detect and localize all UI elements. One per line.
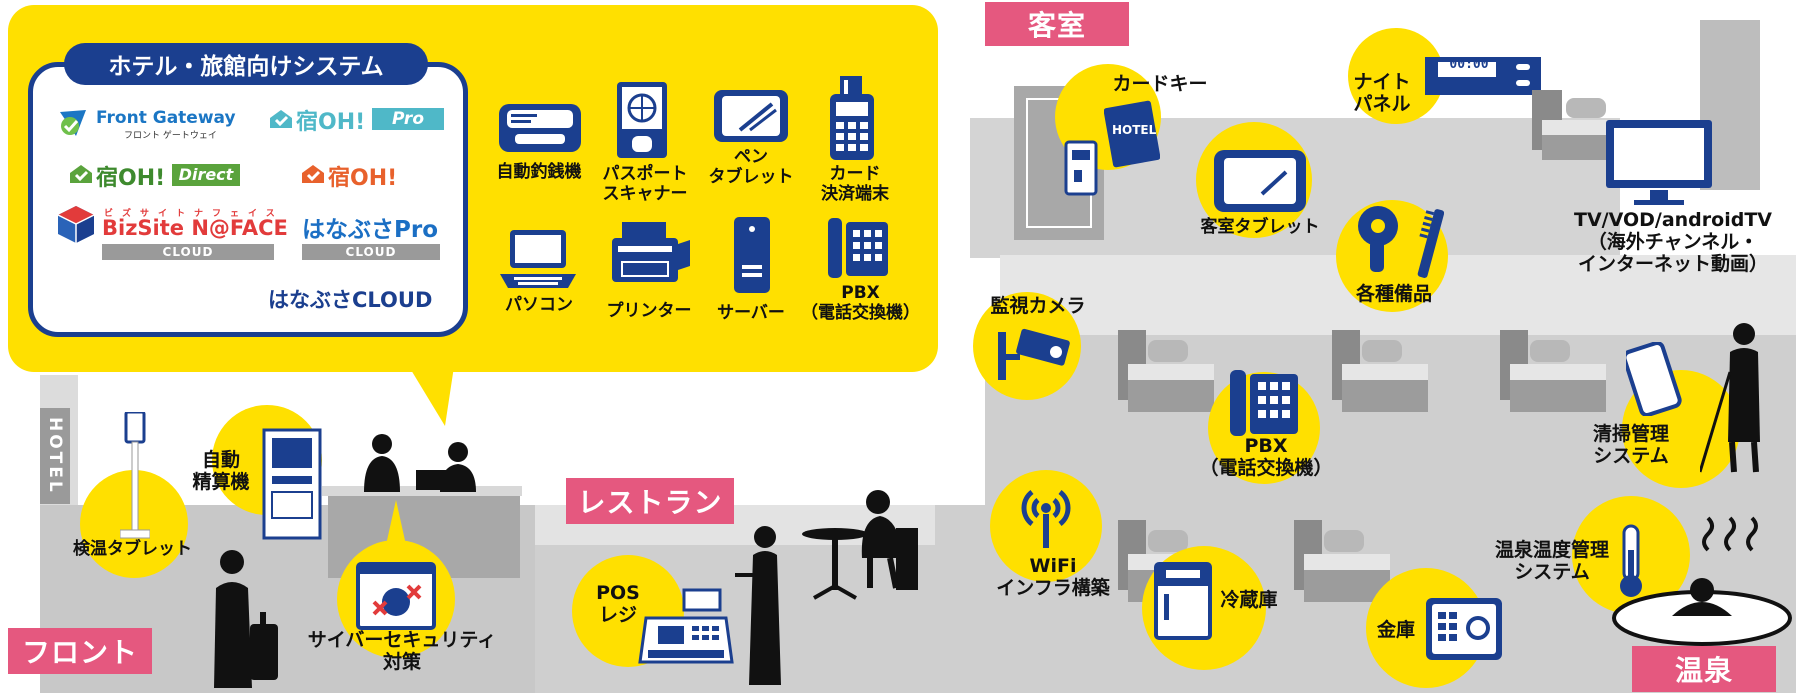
camera-label: 監視カメラ [990, 295, 1086, 317]
cyber-security-icon [356, 562, 436, 630]
front-desk-top [322, 486, 522, 496]
card-key-label: カードキー [1112, 73, 1208, 95]
safe-icon [1426, 598, 1502, 660]
card-key-hotel-text: HOTEL [1112, 123, 1157, 137]
temp-tablet-stand-icon [120, 412, 150, 539]
restaurant-area-tag: レストラン [566, 478, 734, 524]
card-reader-icon [1064, 140, 1098, 196]
device-label-cash-changer: 自動釣銭機 [496, 162, 582, 182]
hotel-sign: HOTEL [40, 408, 70, 504]
pos-label: POS レジ [596, 582, 640, 626]
shuku-oh-pro-logo: 宿OH! [296, 110, 366, 135]
bed-icon [1332, 330, 1428, 412]
safe-label: 金庫 [1376, 619, 1415, 641]
pen-tablet-icon [714, 90, 788, 142]
cleaner-silhouette-icon [1700, 323, 1760, 473]
shuku-oh-pro-icon [270, 110, 292, 128]
room-tablet-label: 客室タブレット [1200, 217, 1320, 237]
bed-icon [1500, 330, 1606, 412]
shuku-oh-logo: 宿OH! [328, 166, 398, 191]
guest-room-area-tag: 客室 [985, 2, 1129, 46]
guest-luggage-silhouette-icon [214, 550, 278, 688]
auto-checkout-machine-icon [262, 428, 322, 540]
speech-pointer [405, 360, 455, 426]
device-label-pbx: PBX （電話交換機） [801, 283, 920, 323]
bizsite-cloud-bar: CLOUD [102, 244, 274, 260]
pos-register-icon [638, 588, 734, 664]
auto-checkout-label: 自動 精算機 [192, 449, 250, 493]
cafe-table-icon [802, 528, 868, 600]
front-staff-laptop-silhouette-icon [416, 442, 476, 492]
server-icon [734, 217, 770, 293]
wifi-icon [1021, 490, 1071, 548]
bizsite-cube-icon [57, 206, 95, 243]
temp-tablet-label: 検温タブレット [73, 539, 192, 559]
hair-dryer-icon [1358, 206, 1398, 272]
shuku-oh-direct-icon [70, 165, 92, 183]
comb-icon [1417, 209, 1444, 278]
wifi-label: WiFi インフラ構築 [996, 555, 1110, 599]
printer-icon [612, 222, 690, 282]
device-label-passport-scanner: パスポート スキャナー [602, 164, 688, 204]
hanabusa-pro-logo: はなぶさPro [302, 217, 439, 243]
tv-label: TV/VOD/androidTV （海外チャンネル・ インターネット動画） [1574, 209, 1772, 275]
night-panel-label: ナイト パネル [1353, 71, 1411, 115]
bed-icon [1294, 520, 1390, 602]
smartphone-icon [1626, 342, 1682, 416]
device-label-printer: プリンター [606, 301, 692, 321]
onsen-temp-label: 温泉温度管理 システム [1494, 539, 1609, 583]
front-gateway-logo: Front Gateway [96, 108, 236, 128]
bizsite-logo: BizSite N@FACE [102, 216, 288, 240]
hanabusa-cloud-logo: はなぶさCLOUD [268, 288, 433, 312]
front-gateway-sub: フロント ゲートウェイ [124, 131, 217, 141]
device-label-card-terminal: カード 決済端末 [821, 164, 889, 204]
card-key-icon [1104, 100, 1160, 168]
pbx-phone-icon [828, 218, 888, 278]
hot-spring-bath-icon [1612, 578, 1792, 646]
pro-badge: Pro [372, 108, 444, 130]
fridge-label: 冷蔵庫 [1220, 589, 1278, 611]
cash-changer-icon [499, 104, 581, 152]
direct-badge: Direct [172, 164, 240, 186]
night-panel-display: 00:00 [1449, 57, 1489, 72]
pc-icon [500, 230, 576, 288]
security-camera-icon [998, 328, 1070, 380]
room-tablet-icon [1214, 150, 1306, 212]
fridge-icon [1154, 562, 1212, 640]
pbx-room-label: PBX （電話交換機） [1199, 435, 1333, 479]
steam-icon [1702, 516, 1758, 552]
passport-scanner-icon [617, 82, 667, 158]
front-gateway-logo-icon [60, 110, 86, 136]
front-area-tag: フロント [8, 628, 152, 674]
shuku-oh-direct-logo: 宿OH! [96, 166, 166, 191]
shuku-oh-icon [302, 165, 324, 183]
front-staff-silhouette-icon [364, 434, 400, 492]
bed-icon [1118, 330, 1214, 412]
device-label-pen-tablet: ペン タブレット [708, 147, 794, 187]
night-panel-icon [1425, 57, 1541, 95]
onsen-area-tag: 温泉 [1632, 646, 1776, 692]
cleaning-label: 清掃管理 システム [1592, 423, 1669, 467]
cyber-security-label: サイバーセキュリティ 対策 [307, 629, 497, 673]
tv-icon [1606, 120, 1712, 205]
waitress-silhouette-icon [735, 526, 781, 685]
device-label-pc: パソコン [505, 295, 573, 315]
device-label-server: サーバー [717, 303, 785, 323]
system-list-title: ホテル・旅館向けシステム [64, 43, 428, 85]
pbx-room-phone-icon [1230, 370, 1298, 436]
hanabusa-cloud-bar: CLOUD [302, 244, 440, 260]
card-terminal-icon [830, 76, 874, 160]
thermometer-icon [1620, 524, 1642, 597]
amenities-label: 各種備品 [1355, 283, 1432, 305]
diner-silhouette-icon [861, 490, 918, 590]
bizsite-ruby: ビズサイトナフェイス [104, 209, 284, 219]
